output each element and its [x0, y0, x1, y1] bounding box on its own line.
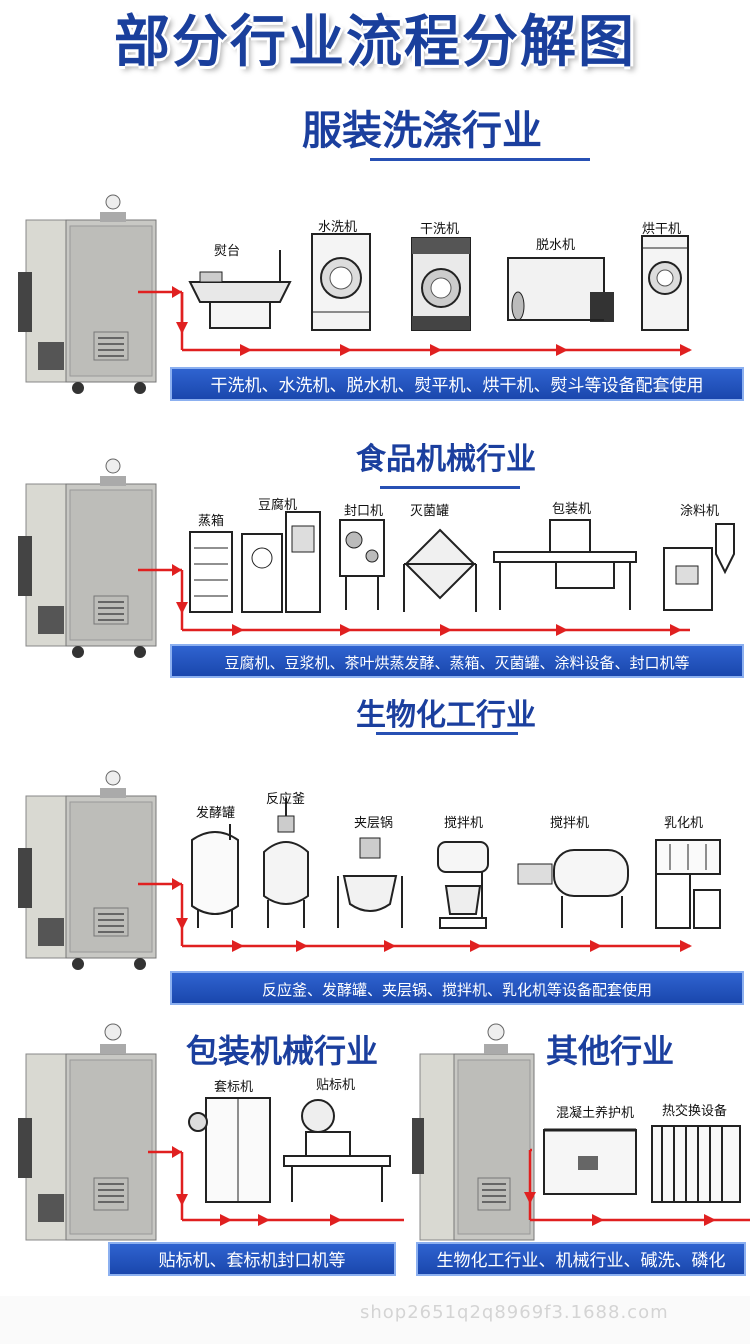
bottom-strip [0, 1296, 750, 1344]
fermentation-tank-icon [191, 824, 239, 928]
title-underline [376, 732, 518, 735]
jacketed-kettle-icon [337, 837, 403, 928]
tofu-machine-icon [241, 511, 321, 613]
section-title: 食品机械行业 [356, 442, 536, 477]
caption-bar: 反应釜、发酵罐、夹层锅、搅拌机、乳化机等设备配套使用 [170, 971, 744, 1005]
caption-bar: 贴标机、套标机封口机等 [108, 1242, 396, 1276]
machine-label: 涂料机 [680, 504, 720, 519]
washing-machine-icon [311, 233, 371, 331]
sterilization-tank-icon [403, 528, 477, 612]
machine-label: 混凝土养护机 [556, 1106, 635, 1121]
section-title: 生物化工行业 [356, 698, 536, 733]
section-packaging-machinery: 包装机械行业 套标机 [0, 1014, 404, 1290]
labeling-machine-icon [283, 1099, 391, 1202]
flow-lines [138, 286, 692, 356]
section-title: 包装机械行业 [186, 1032, 379, 1070]
machine-label: 水洗机 [318, 220, 358, 235]
mixer-icon [437, 841, 489, 929]
section-food-machinery: 食品机械行业 蒸箱 [0, 420, 750, 682]
steam-generator-icon [18, 458, 157, 658]
machine-label: 搅拌机 [444, 816, 484, 831]
title-underline [370, 158, 590, 161]
machine-label: 豆腐机 [258, 498, 298, 513]
machine-label: 烘干机 [642, 222, 682, 237]
emulsifier-icon [655, 839, 721, 929]
machine-label: 包装机 [552, 502, 592, 517]
machine-label: 贴标机 [316, 1078, 356, 1093]
sleeve-labeling-machine-icon [188, 1097, 271, 1203]
machine-label: 干洗机 [420, 222, 460, 237]
page-title: 部分行业流程分解图 [114, 10, 636, 75]
shop-watermark: shop2651q2q8969f3.1688.com [360, 1302, 669, 1323]
steam-generator-icon [18, 1023, 157, 1241]
machine-label: 夹层锅 [354, 816, 394, 831]
title-underline [380, 486, 520, 489]
machine-label: 搅拌机 [550, 816, 590, 831]
steam-box-icon [189, 531, 233, 613]
caption-bar: 生物化工行业、机械行业、碱洗、磷化 [416, 1242, 746, 1276]
machine-label: 套标机 [214, 1080, 254, 1095]
sealing-machine-icon [339, 519, 385, 610]
flow-lines [138, 564, 690, 636]
steam-generator-icon [412, 1023, 535, 1241]
caption-bar: 豆腐机、豆浆机、茶叶烘蒸发酵、蒸箱、灭菌罐、涂料设备、封口机等 [170, 644, 744, 678]
section-title: 其他行业 [546, 1032, 675, 1070]
dry-cleaning-machine-icon [411, 237, 471, 331]
machine-label: 灭菌罐 [410, 504, 450, 519]
machine-label: 封口机 [344, 504, 384, 519]
dryer-icon [641, 235, 689, 331]
ironing-table-icon [188, 250, 292, 329]
machine-label: 蒸箱 [198, 514, 225, 529]
heat-exchanger-icon [651, 1125, 741, 1203]
machine-label: 热交换设备 [662, 1104, 728, 1119]
page-banner: 部分行业流程分解图 [0, 0, 750, 86]
machine-label: 反应釜 [266, 792, 306, 807]
coating-machine-icon [663, 523, 735, 611]
machine-label: 发酵罐 [196, 806, 236, 821]
flow-lines [148, 1146, 404, 1226]
section-garment-laundry: 服装洗涤行业 [0, 92, 750, 412]
section-biochemical: 生物化工行业 [0, 684, 750, 1010]
section-title: 服装洗涤行业 [302, 108, 542, 154]
section-other-industries: 其他行业 混凝土养护机 热交换设备 生 [404, 1014, 750, 1290]
dehydrator-icon [507, 257, 614, 322]
packaging-machine-icon [493, 519, 637, 610]
concrete-curing-machine-icon [543, 1128, 637, 1195]
flow-lines [524, 1148, 750, 1226]
caption-bar: 干洗机、水洗机、脱水机、熨平机、烘干机、熨斗等设备配套使用 [170, 367, 744, 401]
drum-mixer-icon [517, 849, 629, 928]
reaction-kettle-icon [263, 798, 309, 928]
steam-generator-icon [18, 770, 157, 970]
machine-label: 脱水机 [536, 238, 576, 253]
flow-lines [138, 878, 692, 952]
machine-label: 乳化机 [664, 816, 704, 831]
steam-generator-icon [18, 194, 157, 394]
machine-label: 熨台 [214, 244, 241, 259]
